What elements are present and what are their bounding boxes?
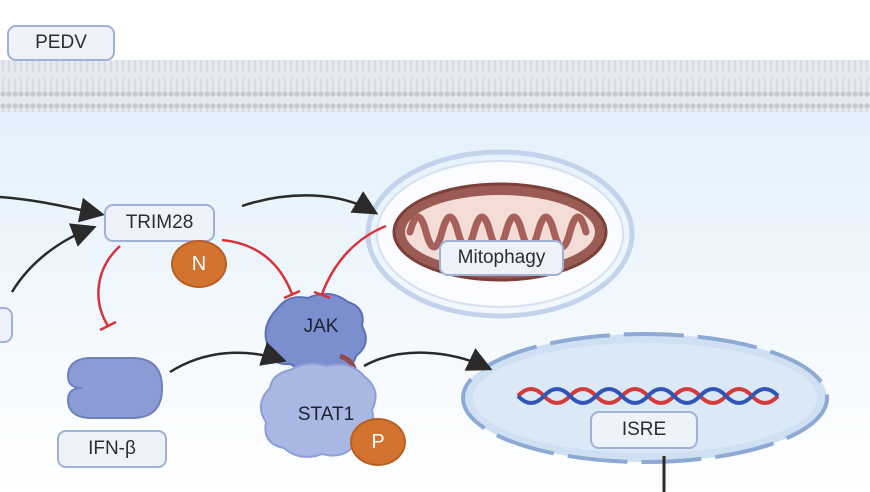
arrow-stat1-to-nucleus	[363, 348, 493, 371]
arrow-trim28-to-mitochondrion	[241, 191, 379, 215]
isre-label: ISRE	[590, 411, 698, 449]
mitophagy-label: Mitophagy	[439, 240, 564, 276]
arrow-left-to-trim28	[0, 195, 105, 223]
dna-helix-icon	[516, 387, 780, 405]
jak-label: JAK	[303, 316, 339, 337]
pedv-label: PEDV	[7, 25, 115, 61]
membrane-bilayer	[0, 60, 870, 112]
arrow-lower-left-to-trim28	[10, 223, 97, 293]
mitochondrion-icon	[365, 149, 635, 319]
inhibition-trim28-to-ifn	[97, 245, 121, 332]
inhibition-mitophagy-to-jak	[313, 224, 387, 300]
trim28-label: TRIM28	[104, 204, 215, 242]
p-badge: P	[350, 418, 406, 466]
stat1-protein-icon	[259, 362, 377, 458]
inhibition-trim28-to-jak	[221, 238, 301, 300]
n-badge: N	[171, 240, 227, 288]
ifn-beta-receptor-icon	[66, 357, 164, 419]
stat1-label: STAT1	[297, 404, 355, 425]
partial-left-box	[0, 307, 13, 343]
ifn-beta-label: IFN-β	[57, 430, 167, 468]
arrow-ifn-to-stat1	[169, 341, 287, 374]
